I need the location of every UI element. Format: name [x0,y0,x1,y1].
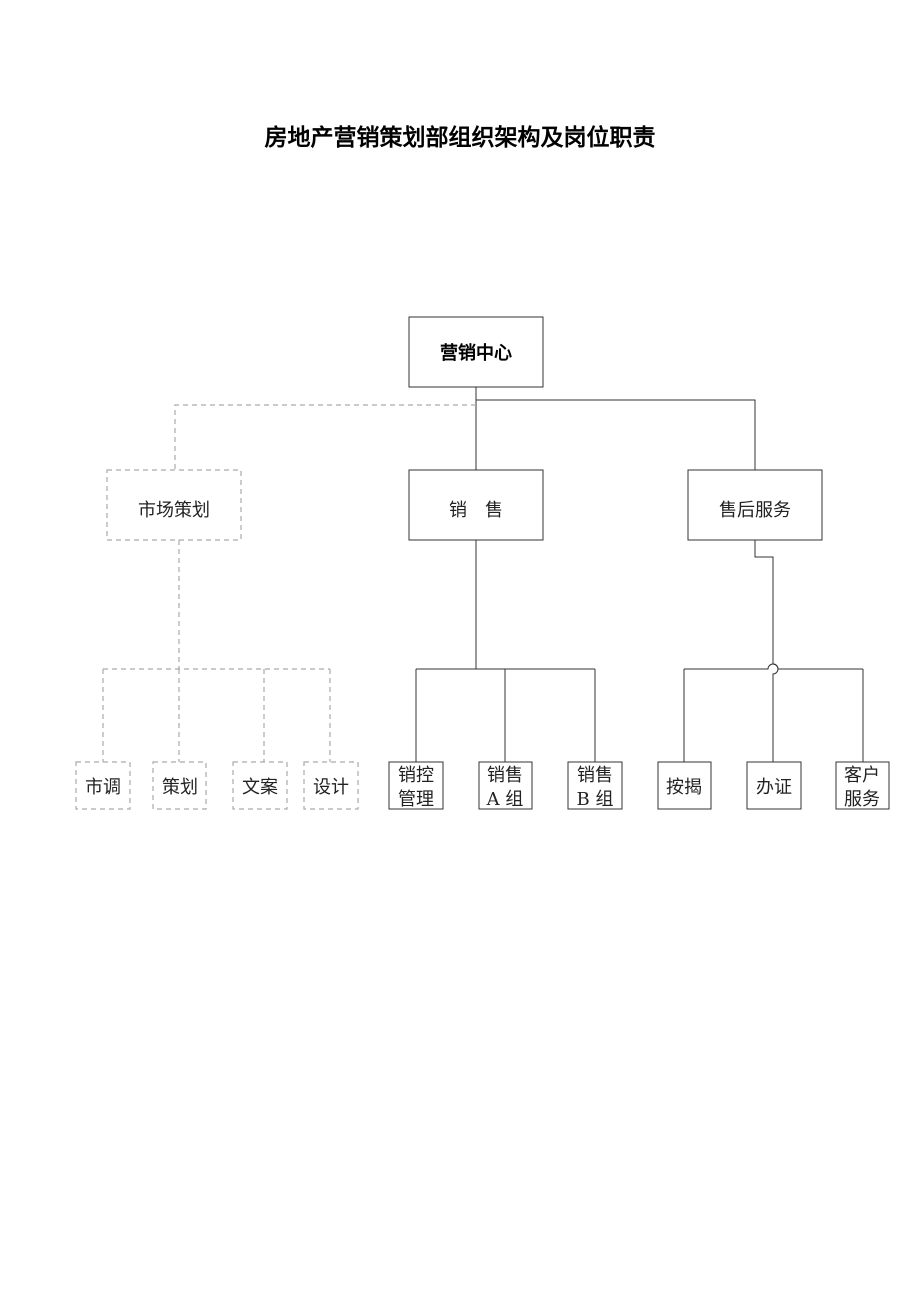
node-box [687,469,823,541]
node-box [106,469,242,541]
node-box [567,761,623,810]
node-box [232,761,288,810]
node-market-research[interactable]: 市调 [75,761,131,810]
node-marketing-planning[interactable]: 市场策划 [106,469,242,541]
connector-root-aftersales [475,387,756,470]
node-planning[interactable]: 策划 [152,761,207,810]
node-box [75,761,131,810]
node-box [303,761,359,810]
node-sales-control[interactable]: 销控 管理 [388,761,444,810]
node-label: 设计 [313,777,349,798]
node-after-sales[interactable]: 售后服务 [687,469,823,541]
connectors [102,387,864,762]
node-marketing-center[interactable]: 营销中心 [408,316,544,388]
node-design[interactable]: 设计 [303,761,359,810]
node-box [408,316,544,388]
node-customer-service[interactable]: 客户 服务 [835,761,890,810]
node-certificates[interactable]: 办证 [746,761,802,810]
node-box [835,761,890,810]
node-box [746,761,802,810]
node-copywriting[interactable]: 文案 [232,761,288,810]
node-label-line1: 销控 [398,765,434,786]
connector-root-marketing [174,404,476,470]
node-box [388,761,444,810]
node-label: 策划 [162,777,198,798]
node-label-line1: 销售 [577,765,613,786]
node-box [657,761,712,810]
node-sales-group-a[interactable]: 销售 A 组 [478,761,533,810]
node-label: 销 售 [449,500,503,521]
node-label: 文案 [242,777,278,798]
node-box [478,761,533,810]
node-label-line1: 客户 [844,765,880,786]
node-mortgage[interactable]: 按揭 [657,761,712,810]
page-title: 房地产营销策划部组织架构及岗位职责 [264,125,656,151]
connector-aftersales-down [754,540,779,762]
node-label: 售后服务 [719,500,791,521]
connector-aftersales-bus [684,663,863,670]
node-sales-group-b[interactable]: 销售 B 组 [567,761,623,810]
node-label: 办证 [756,777,792,798]
node-label-line2: A 组 [486,789,524,810]
node-box [408,469,544,541]
node-label-line2: B 组 [577,789,614,810]
node-box [152,761,207,810]
node-label-line2: 服务 [844,789,880,810]
node-label: 按揭 [666,777,702,798]
node-label-line2: 管理 [398,789,434,810]
node-sales[interactable]: 销 售 [408,469,544,541]
node-label: 营销中心 [440,342,512,364]
node-label: 市场策划 [138,500,210,521]
node-label: 市调 [85,777,121,798]
node-label-line1: 销售 [487,765,523,786]
